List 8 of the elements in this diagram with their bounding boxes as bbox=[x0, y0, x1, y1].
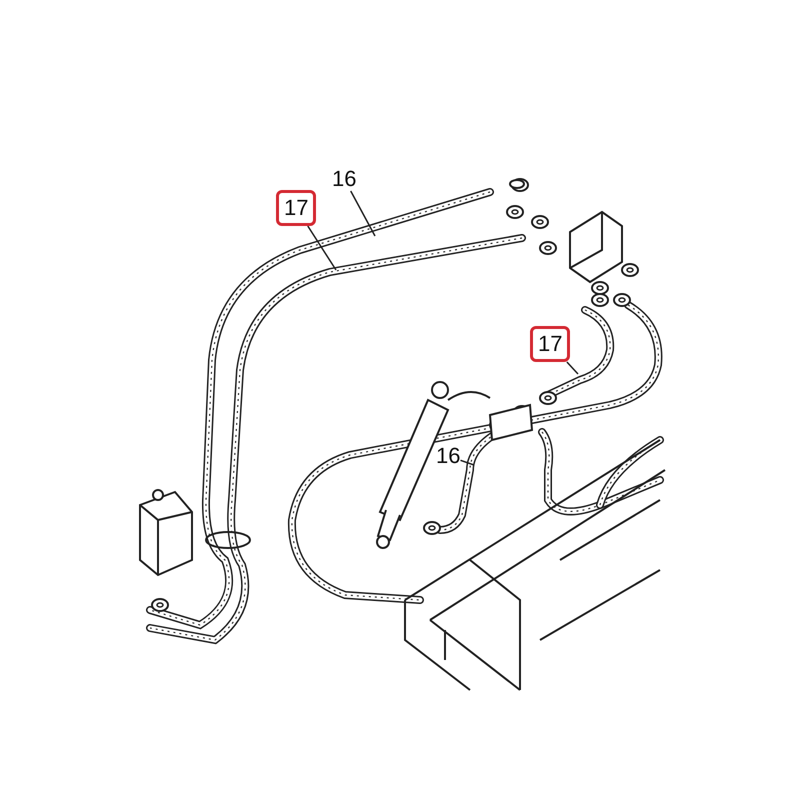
leader-line bbox=[350, 190, 376, 236]
callout-number: 16 bbox=[436, 444, 460, 468]
callout-number: 17 bbox=[530, 326, 570, 362]
callout-number: 17 bbox=[276, 190, 316, 226]
leader-line bbox=[460, 460, 474, 466]
callout-number: 16 bbox=[332, 167, 356, 191]
leader-line bbox=[566, 362, 579, 374]
leader-line bbox=[307, 226, 337, 270]
